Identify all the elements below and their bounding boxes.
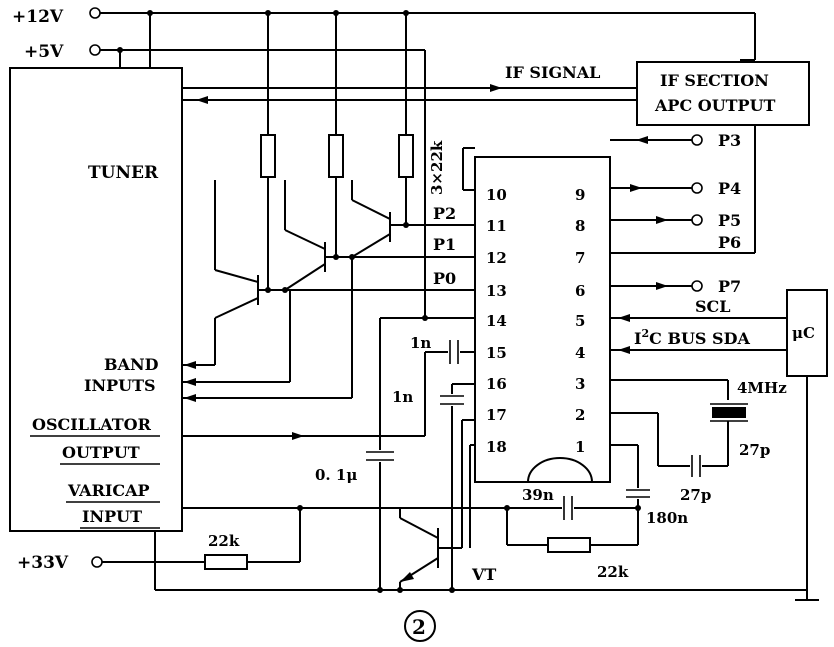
ic-pin-7: 7 [575,249,585,267]
loop-filter: 180n 39n 22k [400,444,688,581]
if-signal-label: IF SIGNAL [505,63,600,82]
port-p0: P0 [433,269,456,288]
oscillator-label-2: OUTPUT [62,443,140,462]
band-switch-transistors [182,180,475,402]
resistor-r1 [260,134,276,178]
port-outputs: P3 P4 P5 P6 P7 [610,125,756,296]
cap-1n-label-a: 1n [410,334,431,352]
supply-terminals: +12V +5V +33V [12,7,756,573]
resistor-array-label: 3×22k [428,140,446,195]
resistor-r2 [328,134,344,178]
band-inputs-label-2: INPUTS [84,376,156,395]
cap-27p-label-a: 27p [739,441,770,459]
crystal-label: 4MHz [737,379,787,397]
tuner-box [9,67,183,532]
port-p2: P2 [433,204,456,223]
cap-180n-label: 180n [646,509,688,527]
figure-number: 2 [404,610,436,642]
resistor-r3 [398,134,414,178]
ic-pin-8: 8 [575,217,585,235]
ic-pin-9: 9 [575,186,585,204]
ic-pin-4: 4 [575,344,585,362]
ic-pin-15: 15 [486,344,507,362]
if-section-box [636,61,810,126]
port-p3: P3 [718,131,741,150]
oscillator-coupling: 0. 1μ 1n 1n [182,317,475,593]
scl-label: SCL [695,297,731,316]
crystal-x1 [712,407,746,418]
ic-pin-6: 6 [575,282,585,300]
ic-pin-3: 3 [575,375,585,393]
varicap-supply: 22k [200,505,303,570]
cap-27p-label-b: 27p [680,486,711,504]
resistor-22k-b [547,537,591,553]
if-section-block: IF SECTION APC OUTPUT [636,61,810,126]
pll-ic: 10 11 12 13 14 15 16 17 18 9 8 7 6 5 4 3… [474,156,611,483]
terminal-12v [89,7,101,19]
ic-body [474,156,611,483]
ic-pin-5: 5 [575,312,585,330]
ic-pin-11: 11 [486,217,507,235]
ic-pin-16: 16 [486,375,507,393]
cap-39n-label: 39n [522,486,554,504]
pullup-resistors: 3×22k [260,10,446,290]
terminal-33v [91,556,103,568]
ic-pin-1: 1 [575,438,585,456]
label-5v: +5V [24,42,64,62]
label-12v: +12V [12,7,64,27]
ic-pin-14: 14 [486,312,507,330]
tuner-title: TUNER [88,163,159,183]
port-p5: P5 [718,211,741,230]
crystal-oscillator: 4MHz 27p 27p [610,379,787,504]
terminal-p3 [691,134,703,146]
varicap-label-1: VARICAP [67,481,150,500]
ic-pin-2: 2 [575,406,585,424]
ic-pin-10: 10 [486,186,507,204]
resistor-22k-label-a: 22k [208,532,240,550]
port-p6: P6 [718,233,741,252]
port-p7: P7 [718,277,741,296]
if-section-label-2: APC OUTPUT [654,96,776,115]
sda-label: I2C BUS SDA [634,327,750,348]
ic-pin-18: 18 [486,438,507,456]
band-inputs-label-1: BAND [104,355,159,374]
oscillator-label-1: OSCILLATOR [32,415,152,434]
resistor-22k-label-b: 22k [597,563,629,581]
tuner-block: TUNER BAND INPUTS OSCILLATOR OUTPUT VARI… [9,67,183,532]
i2c-bus: SCL I2C BUS SDA [610,297,787,354]
label-33v: +33V [17,553,69,573]
terminal-p4 [691,182,703,194]
terminal-5v [89,44,101,56]
cap-1n-label-b: 1n [392,388,413,406]
resistor-22k-a [204,554,248,570]
cap-01u-label: 0. 1μ [315,466,357,484]
vt-transistor: VT [399,419,496,584]
ic-pin-13: 13 [486,282,507,300]
uc-label: μC [792,324,815,342]
ic-pin-17: 17 [486,406,507,424]
vt-label: VT [471,565,496,584]
port-p4: P4 [718,179,741,198]
if-section-label-1: IF SECTION [660,71,769,90]
port-p1: P1 [433,235,456,254]
microcontroller: μC [786,289,828,377]
ic-pin-12: 12 [486,249,507,267]
terminal-p5 [691,214,703,226]
varicap-label-2: INPUT [82,507,142,526]
terminal-p7 [691,280,703,292]
figure-number-text: 2 [412,615,426,639]
ic-notch [527,457,593,483]
